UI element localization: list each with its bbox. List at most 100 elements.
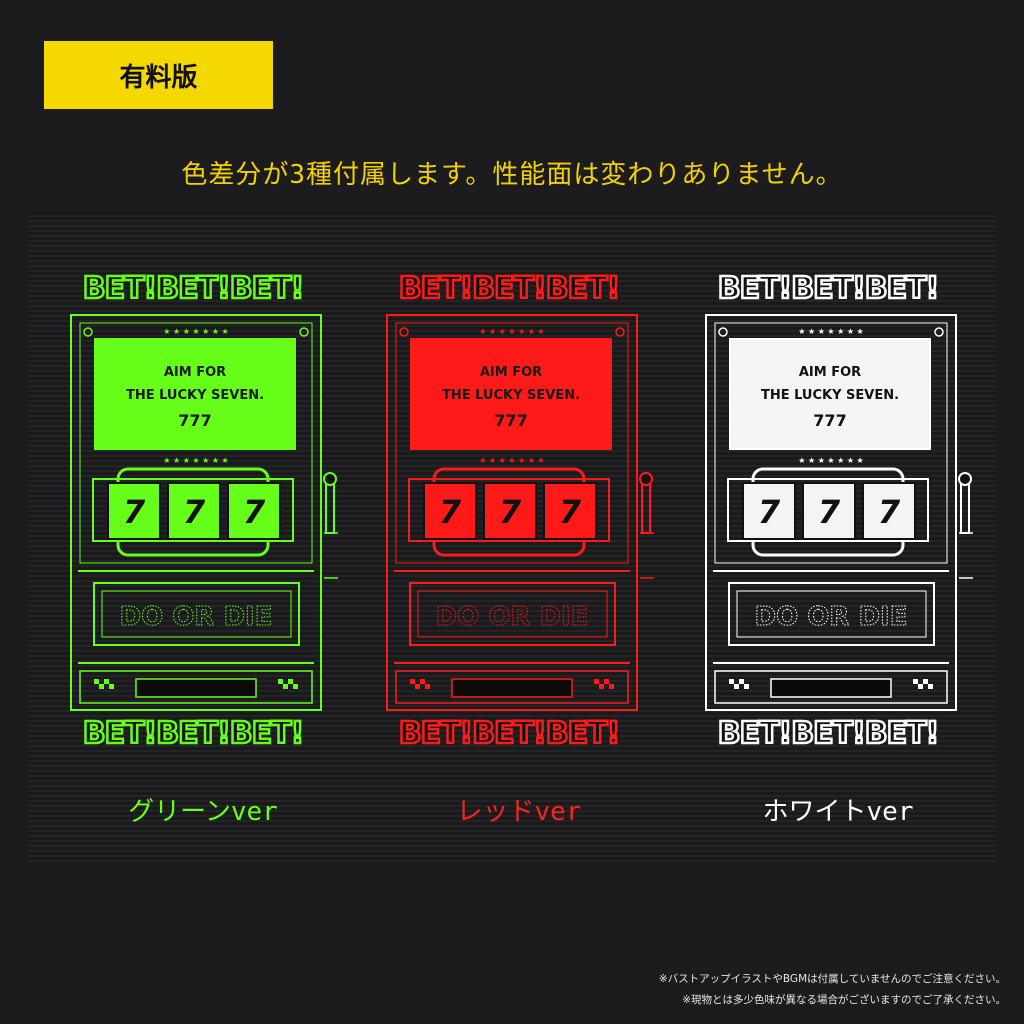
reel-3-symbol: 7 [878,493,901,531]
checker-cell-2 [913,679,918,684]
machine-inner-frame [714,322,948,564]
reel-housing [727,478,929,542]
bottom-bet-banner: BET!BET!BET! [718,716,939,751]
reel-housing [408,478,610,542]
checker-cell-2 [609,684,614,689]
reel-2 [802,482,856,540]
panel-frame [409,582,616,646]
stars-top: ★ ★ ★ ★ ★ ★ ★ [479,327,544,336]
reel-3 [862,482,916,540]
caption-green: グリーンver [128,797,278,827]
panel-inner [417,590,608,638]
lever-knob [958,472,972,486]
stars-mid: ★ ★ ★ ★ ★ ★ ★ [479,456,544,465]
screen [729,338,931,450]
slot-machine-green: BET!BET!BET! ★ ★ ★ ★ ★ ★ ★ AIM FOR THE LUCK… [68,213,341,783]
note-bustup-bgm: ※バストアップイラストやBGMは付属していませんのでご注意ください。 [658,973,1006,985]
checker-cell-1 [104,679,109,684]
reel-2 [167,482,221,540]
checker-cell-1 [744,684,749,689]
reel-2-symbol: 7 [183,493,206,531]
machine-inner-frame [395,322,629,564]
checker-cell-1 [425,684,430,689]
screen-line1: AIM FOR [164,365,226,380]
machine-body [70,314,322,711]
screen-line2: THE LUCKY SEVEN. [126,388,264,403]
screen-line2: THE LUCKY SEVEN. [442,388,580,403]
screen [410,338,612,450]
stars-mid: ★ ★ ★ ★ ★ ★ ★ [163,456,228,465]
top-bet-banner: BET!BET!BET! [718,271,939,306]
checker-cell-2 [278,679,283,684]
panel-frame [93,582,300,646]
reel-1 [107,482,161,540]
screen-line2: THE LUCKY SEVEN. [761,388,899,403]
reel-3 [227,482,281,540]
slot-machine-svg: BET!BET!BET! ★ ★ ★ ★ ★ ★ ★ AIM FOR THE LUCK… [705,270,976,752]
lever [960,482,970,534]
checker-cell-2 [288,679,293,684]
screen-line3: 777 [813,411,846,430]
checker-cell-1 [415,684,420,689]
reel-3-symbol: 7 [559,493,582,531]
slot-machine-svg: BET!BET!BET! ★ ★ ★ ★ ★ ★ ★ AIM FOR THE LUCK… [70,270,341,752]
reel-2-symbol: 7 [818,493,841,531]
machine-inner-frame [79,322,313,564]
screen [94,338,296,450]
panel-text: DO OR DIE [436,602,589,632]
top-bet-banner: BET!BET!BET! [83,271,304,306]
coin-tray [770,678,892,698]
reel-2 [483,482,537,540]
note-color-difference: ※現物とは多少色味が異なる場合がございますのでご了承ください。 [682,994,1006,1006]
stars-mid: ★ ★ ★ ★ ★ ★ ★ [798,456,863,465]
checker-cell-2 [594,679,599,684]
checker-cell-1 [99,684,104,689]
panel-inner [101,590,292,638]
reel-2-symbol: 7 [499,493,522,531]
badge-label: 有料版 [119,62,198,93]
headline: 色差分が3種付属します。性能面は変わりありません。 [181,160,843,190]
lever-base [959,532,976,579]
reel-1 [423,482,477,540]
checker-cell-2 [283,684,288,689]
caption-white: ホワイトver [762,797,914,827]
checker-cell-1 [739,679,744,684]
checker-cell-2 [928,684,933,689]
panel-text: DO OR DIE [120,602,273,632]
top-bet-banner: BET!BET!BET! [399,271,620,306]
lever-base [640,532,657,579]
reel-1-symbol: 7 [758,493,781,531]
screw-left [83,327,93,337]
bottom-bet-banner: BET!BET!BET! [399,716,620,751]
checker-cell-1 [734,684,739,689]
bottom-bet-banner: BET!BET!BET! [83,716,304,751]
paid-version-badge: 有料版 [44,41,273,109]
checker-cell-2 [293,684,298,689]
reel-3 [543,482,597,540]
lever-knob [639,472,653,486]
reel-housing [92,478,294,542]
stars-top: ★ ★ ★ ★ ★ ★ ★ [798,327,863,336]
coin-tray [135,678,257,698]
stars-top: ★ ★ ★ ★ ★ ★ ★ [163,327,228,336]
reel-1-symbol: 7 [439,493,462,531]
reel-3-symbol: 7 [243,493,266,531]
lever-knob [323,472,337,486]
checker-cell-1 [410,679,415,684]
checker-cell-2 [604,679,609,684]
reel-1-symbol: 7 [123,493,146,531]
screen-line1: AIM FOR [799,365,861,380]
checker-cell-1 [94,679,99,684]
checker-cell-2 [599,684,604,689]
screw-right [615,327,625,337]
slot-machine-white: BET!BET!BET! ★ ★ ★ ★ ★ ★ ★ AIM FOR THE LUCK… [703,213,976,783]
screen-line3: 777 [178,411,211,430]
screw-left [399,327,409,337]
tray-frame [79,670,313,704]
reel-1 [742,482,796,540]
lever [325,482,335,534]
lever-base [324,532,341,579]
screw-right [299,327,309,337]
